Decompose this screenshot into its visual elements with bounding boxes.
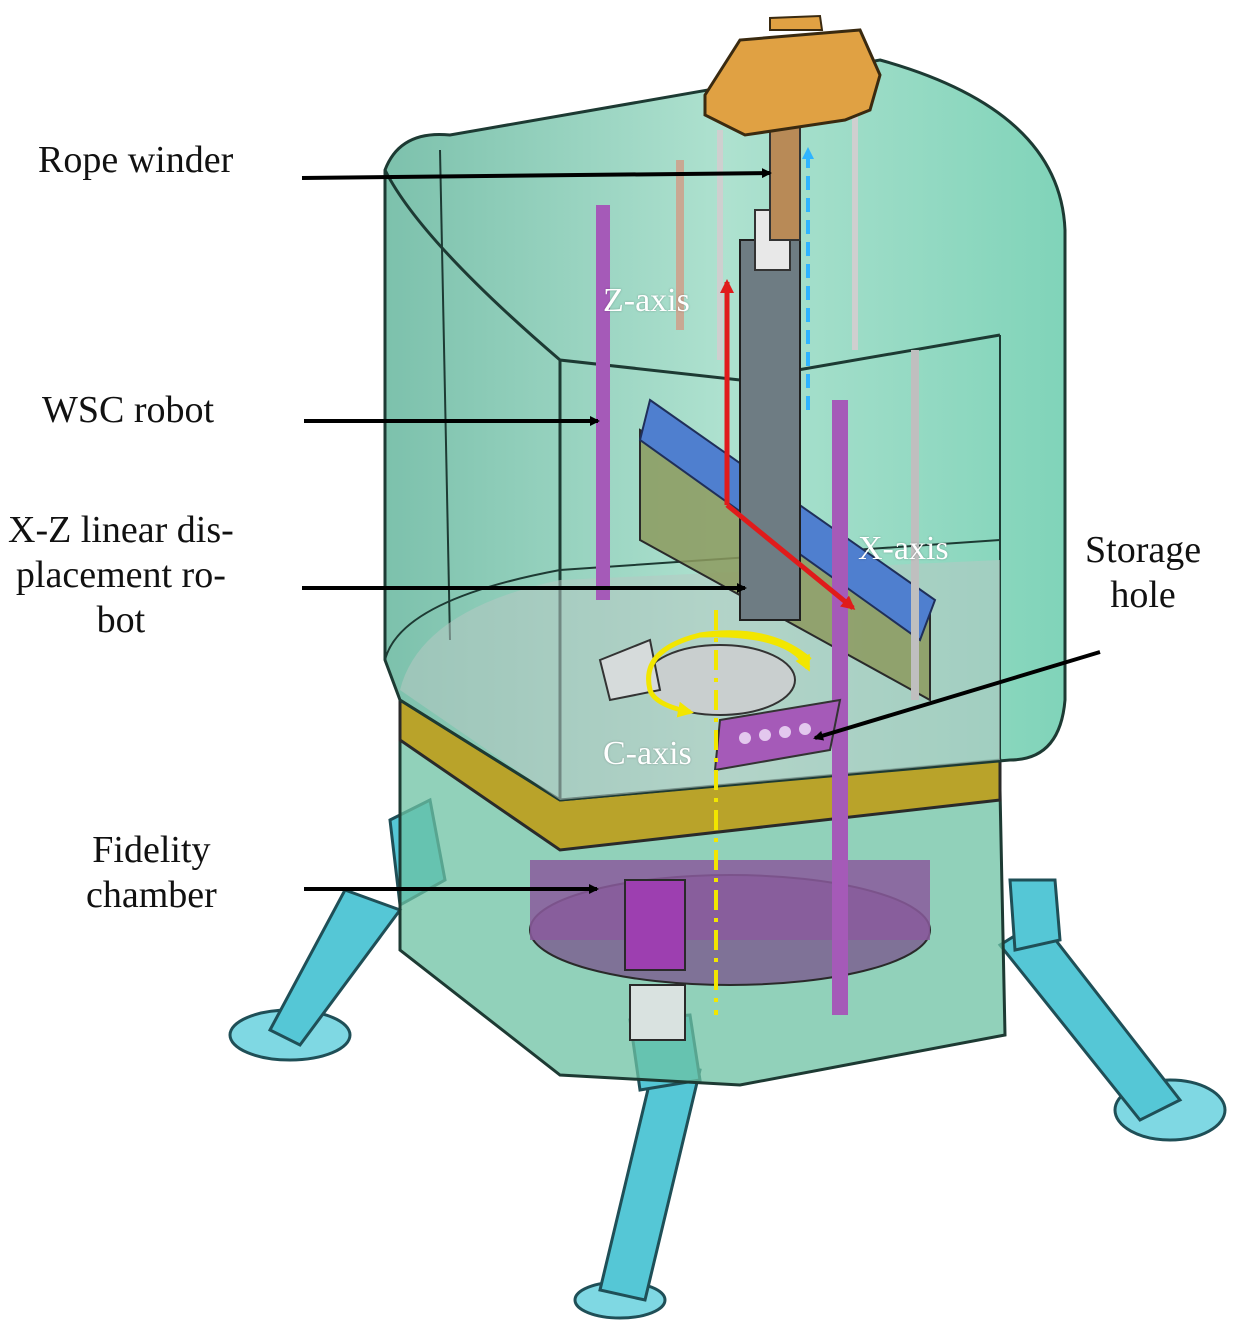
- x-axis-arrow: [725, 503, 856, 610]
- fidelity-chamber-label-line1: Fidelity: [92, 829, 211, 871]
- xz-robot-label-line2: placement ro-: [15, 553, 226, 596]
- storage-hole-label: Storage hole: [1085, 528, 1201, 618]
- storage-hole-label-line1: Storage: [1085, 529, 1202, 571]
- storage-hole-arrow: [813, 650, 1101, 741]
- callout-arrows: [301, 168, 1101, 894]
- rope-winder-label: Rope winder: [38, 139, 234, 181]
- rope-winder-arrow: [301, 168, 772, 180]
- c-axis-label: C-axis: [603, 735, 692, 772]
- xz-robot-label-line3: bot: [96, 598, 146, 641]
- z-axis-label: Z-axis: [603, 282, 690, 319]
- storage-hole-label-line2: hole: [1110, 573, 1176, 616]
- c-axis-rotation-arrow: [646, 630, 812, 718]
- motion-arrows: [646, 147, 856, 1015]
- wsc-robot-label: WSC robot: [42, 389, 215, 431]
- x-axis-label: X-axis: [858, 530, 949, 567]
- xz-robot-label-line1: X-Z linear dis-: [8, 509, 234, 551]
- fidelity-chamber-label: Fidelity chamber: [86, 828, 217, 918]
- mechanism: [596, 14, 937, 1015]
- xz-robot-label: X-Z linear dis- placement ro- bot: [8, 508, 234, 642]
- lower-housing: [398, 727, 1007, 1087]
- fidelity-chamber-label-line2: chamber: [86, 873, 217, 916]
